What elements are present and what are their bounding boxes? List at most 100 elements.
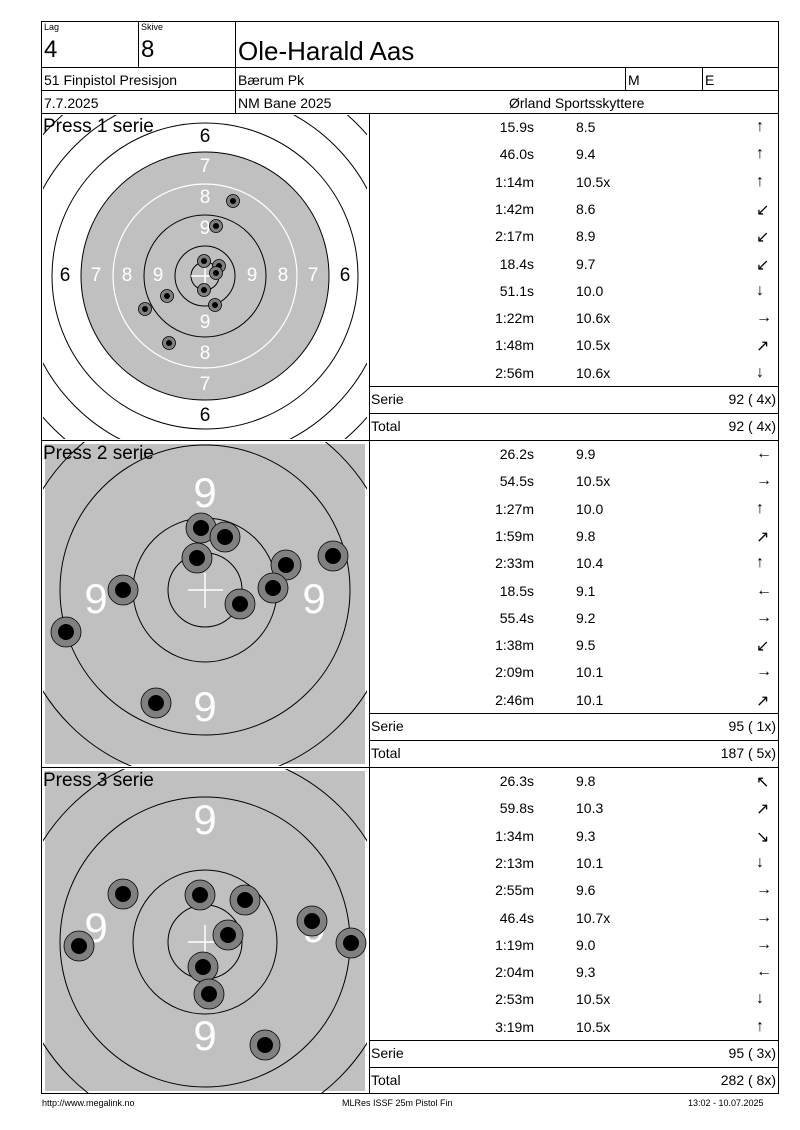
shot-time: 59.8s	[499, 800, 534, 816]
shot-direction-arrow-icon: ↗	[756, 529, 770, 546]
target-3: 9 9 9 9	[43, 769, 367, 1093]
results-sheet	[41, 21, 779, 1094]
row-divider	[369, 1040, 779, 1041]
shooter-name: Ole-Harald Aas	[238, 36, 415, 66]
shot-hole	[208, 298, 222, 312]
shot-direction-arrow-icon: ↗	[756, 338, 770, 355]
series-title: Press 3 serie	[43, 770, 154, 791]
shot-time: 2:09m	[495, 664, 534, 680]
shot-score: 10.0	[576, 283, 604, 299]
ring-number: 7	[200, 374, 211, 395]
ring-number: 6	[340, 265, 351, 286]
class-e: E	[705, 72, 715, 88]
shot-direction-arrow-icon: ↖	[756, 774, 770, 791]
shot-direction-arrow-icon: ↘	[756, 829, 770, 846]
shot-direction-arrow-icon: →	[756, 663, 772, 680]
shot-time: 2:46m	[495, 692, 534, 708]
shot-hole	[140, 687, 172, 719]
shot-direction-arrow-icon: ↑	[756, 1018, 764, 1035]
shot-hole	[212, 919, 244, 951]
shot-time: 1:59m	[495, 528, 534, 544]
shot-direction-arrow-icon: ↙	[756, 229, 770, 246]
shot-hole	[209, 219, 223, 233]
ring-number: 9	[247, 265, 258, 286]
serie-label: Serie	[371, 1045, 404, 1061]
shot-hole	[270, 549, 302, 581]
ring-number: 8	[122, 265, 133, 286]
serie-label: Serie	[371, 391, 404, 407]
ring-number: 9	[193, 469, 216, 516]
serie-value: 95 ( 1x)	[728, 718, 776, 734]
shot-score: 9.5	[576, 637, 596, 653]
footer-url: http://www.megalink.no	[42, 1098, 135, 1108]
ring-number: 8	[200, 187, 211, 208]
shot-score: 10.4	[576, 555, 604, 571]
shot-hole	[226, 194, 240, 208]
shot-hole	[181, 542, 213, 574]
shot-score: 10.7x	[576, 910, 611, 926]
shot-score: 8.6	[576, 201, 596, 217]
shot-holes	[138, 194, 240, 350]
shot-score: 10.1	[576, 664, 604, 680]
shot-hole	[160, 289, 174, 303]
shot-hole	[249, 1029, 281, 1061]
ring-number: 7	[91, 265, 102, 286]
shot-hole	[107, 878, 139, 910]
shot-direction-arrow-icon: ↑	[756, 118, 764, 135]
total-value: 282 ( 8x)	[720, 1072, 776, 1088]
shot-time: 2:55m	[495, 882, 534, 898]
footer-timestamp: 13:02 - 10.07.2025	[688, 1098, 764, 1108]
shot-direction-arrow-icon: ↑	[756, 500, 764, 517]
total-label: Total	[371, 418, 401, 434]
match-date: 7.7.2025	[44, 95, 99, 111]
shot-score: 10.5x	[576, 174, 611, 190]
shot-hole	[193, 978, 225, 1010]
shot-hole	[335, 927, 367, 959]
section-divider	[41, 440, 779, 441]
shot-time: 2:53m	[495, 991, 534, 1007]
row-divider	[369, 1067, 779, 1068]
shot-holes	[50, 512, 349, 719]
shot-hole	[63, 930, 95, 962]
shot-time: 54.5s	[499, 473, 534, 489]
shot-hole	[257, 572, 289, 604]
shot-hole	[209, 521, 241, 553]
shot-score: 8.9	[576, 228, 596, 244]
shot-direction-arrow-icon: →	[756, 472, 772, 489]
shot-score: 10.1	[576, 692, 604, 708]
shot-score: 9.0	[576, 937, 596, 953]
shot-time: 2:56m	[495, 365, 534, 381]
shot-score: 9.2	[576, 610, 596, 626]
shot-score: 10.3	[576, 800, 604, 816]
shot-time: 15.9s	[499, 119, 534, 135]
shot-direction-arrow-icon: ↙	[756, 257, 770, 274]
ring-number: 9	[193, 796, 216, 843]
shot-time: 46.0s	[499, 146, 534, 162]
shot-score: 10.5x	[576, 991, 611, 1007]
shot-score: 10.1	[576, 855, 604, 871]
ring-number: 9	[193, 1012, 216, 1059]
shot-direction-arrow-icon: ←	[756, 963, 772, 980]
target-1: 6 6 6 6 7 7 7 7 8 8 8 8 9 9 9 9	[43, 115, 367, 439]
shot-hole	[197, 254, 211, 268]
shot-time: 1:48m	[495, 337, 534, 353]
serie-value: 95 ( 3x)	[728, 1045, 776, 1061]
header-divider	[41, 67, 779, 68]
shot-hole	[138, 302, 152, 316]
header-divider	[625, 67, 626, 90]
shot-time: 55.4s	[499, 610, 534, 626]
serie-value: 92 ( 4x)	[728, 391, 776, 407]
shot-time: 51.1s	[499, 283, 534, 299]
shot-time: 2:13m	[495, 855, 534, 871]
class-m: M	[628, 72, 640, 88]
shot-holes	[63, 878, 367, 1061]
total-value: 187 ( 5x)	[720, 745, 776, 761]
ring-number: 8	[200, 343, 211, 364]
ring-number: 6	[200, 126, 211, 147]
shot-hole	[317, 540, 349, 572]
total-label: Total	[371, 1072, 401, 1088]
shot-hole	[184, 879, 216, 911]
club-name: Bærum Pk	[238, 72, 305, 88]
ring-number: 6	[60, 265, 71, 286]
shot-hole	[224, 588, 256, 620]
